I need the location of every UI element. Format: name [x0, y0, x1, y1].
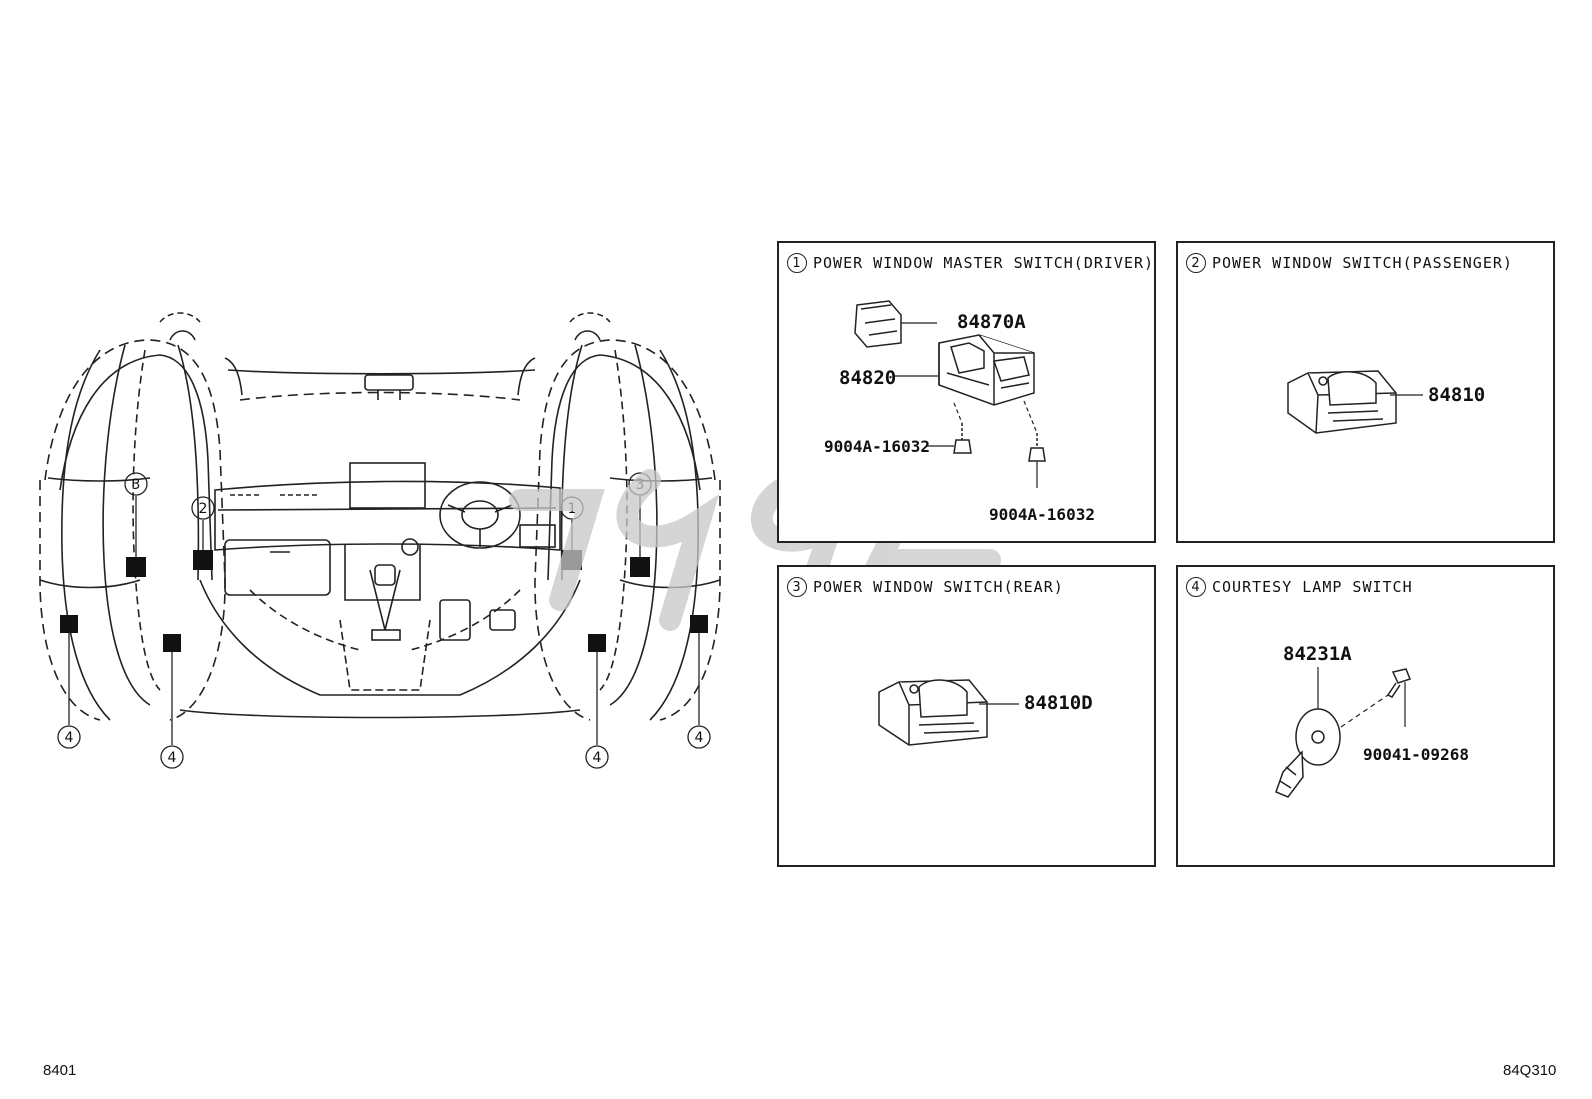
ref-label: 4 — [65, 730, 74, 746]
panel-title: 2 POWER WINDOW SWITCH(PASSENGER) — [1186, 253, 1513, 273]
ref-label: 2 — [199, 501, 208, 517]
panel-courtesy-lamp-switch: 4 COURTESY LAMP SWITCH 84231A 90041-0926… — [1176, 565, 1555, 867]
car-interior-illustration: 3 2 1 3 4 4 4 4 — [39, 312, 721, 769]
part-number: 9004A-16032 — [824, 437, 930, 456]
panel-title-text: POWER WINDOW SWITCH(REAR) — [813, 578, 1064, 596]
panel-number: 3 — [787, 577, 807, 597]
panel-title: 4 COURTESY LAMP SWITCH — [1186, 577, 1413, 597]
ref-label: 3 — [636, 477, 645, 493]
diagram-code-left: 8401 — [43, 1062, 77, 1079]
part-number: 84231A — [1283, 643, 1352, 665]
panel-passenger-switch: 2 POWER WINDOW SWITCH(PASSENGER) 84810 — [1176, 241, 1555, 543]
panel-master-switch: 1 POWER WINDOW MASTER SWITCH(DRIVER) — [777, 241, 1156, 543]
panel-title-text: COURTESY LAMP SWITCH — [1212, 578, 1413, 596]
ref-label: 3 — [132, 477, 141, 493]
part-number: 84870A — [957, 311, 1026, 333]
part-number: 9004A-16032 — [989, 505, 1095, 524]
lamp-switch-illustration — [1275, 667, 1411, 798]
diagram-code-right: 84Q310 — [1503, 1062, 1557, 1079]
panel-number: 1 — [787, 253, 807, 273]
panel-title-text: POWER WINDOW SWITCH(PASSENGER) — [1212, 254, 1513, 272]
panel-title-text: POWER WINDOW MASTER SWITCH(DRIVER) — [813, 254, 1155, 272]
ref-label: 4 — [593, 750, 602, 766]
switch-illustration — [854, 300, 1046, 488]
ref-label: 4 — [168, 750, 177, 766]
part-number: 84810 — [1428, 384, 1486, 406]
ref-label: 4 — [695, 730, 704, 746]
panel-number: 2 — [1186, 253, 1206, 273]
part-number: 84820 — [839, 367, 897, 389]
switch-illustration — [1287, 370, 1423, 434]
switch-illustration — [878, 679, 1019, 746]
ref-label: 1 — [568, 501, 577, 517]
panel-number: 4 — [1186, 577, 1206, 597]
panel-title: 1 POWER WINDOW MASTER SWITCH(DRIVER) — [787, 253, 1154, 273]
part-number: 84810D — [1024, 692, 1093, 714]
part-number: 90041-09268 — [1363, 745, 1469, 764]
panel-rear-switch: 3 POWER WINDOW SWITCH(REAR) 84810D — [777, 565, 1156, 867]
panel-title: 3 POWER WINDOW SWITCH(REAR) — [787, 577, 1064, 597]
